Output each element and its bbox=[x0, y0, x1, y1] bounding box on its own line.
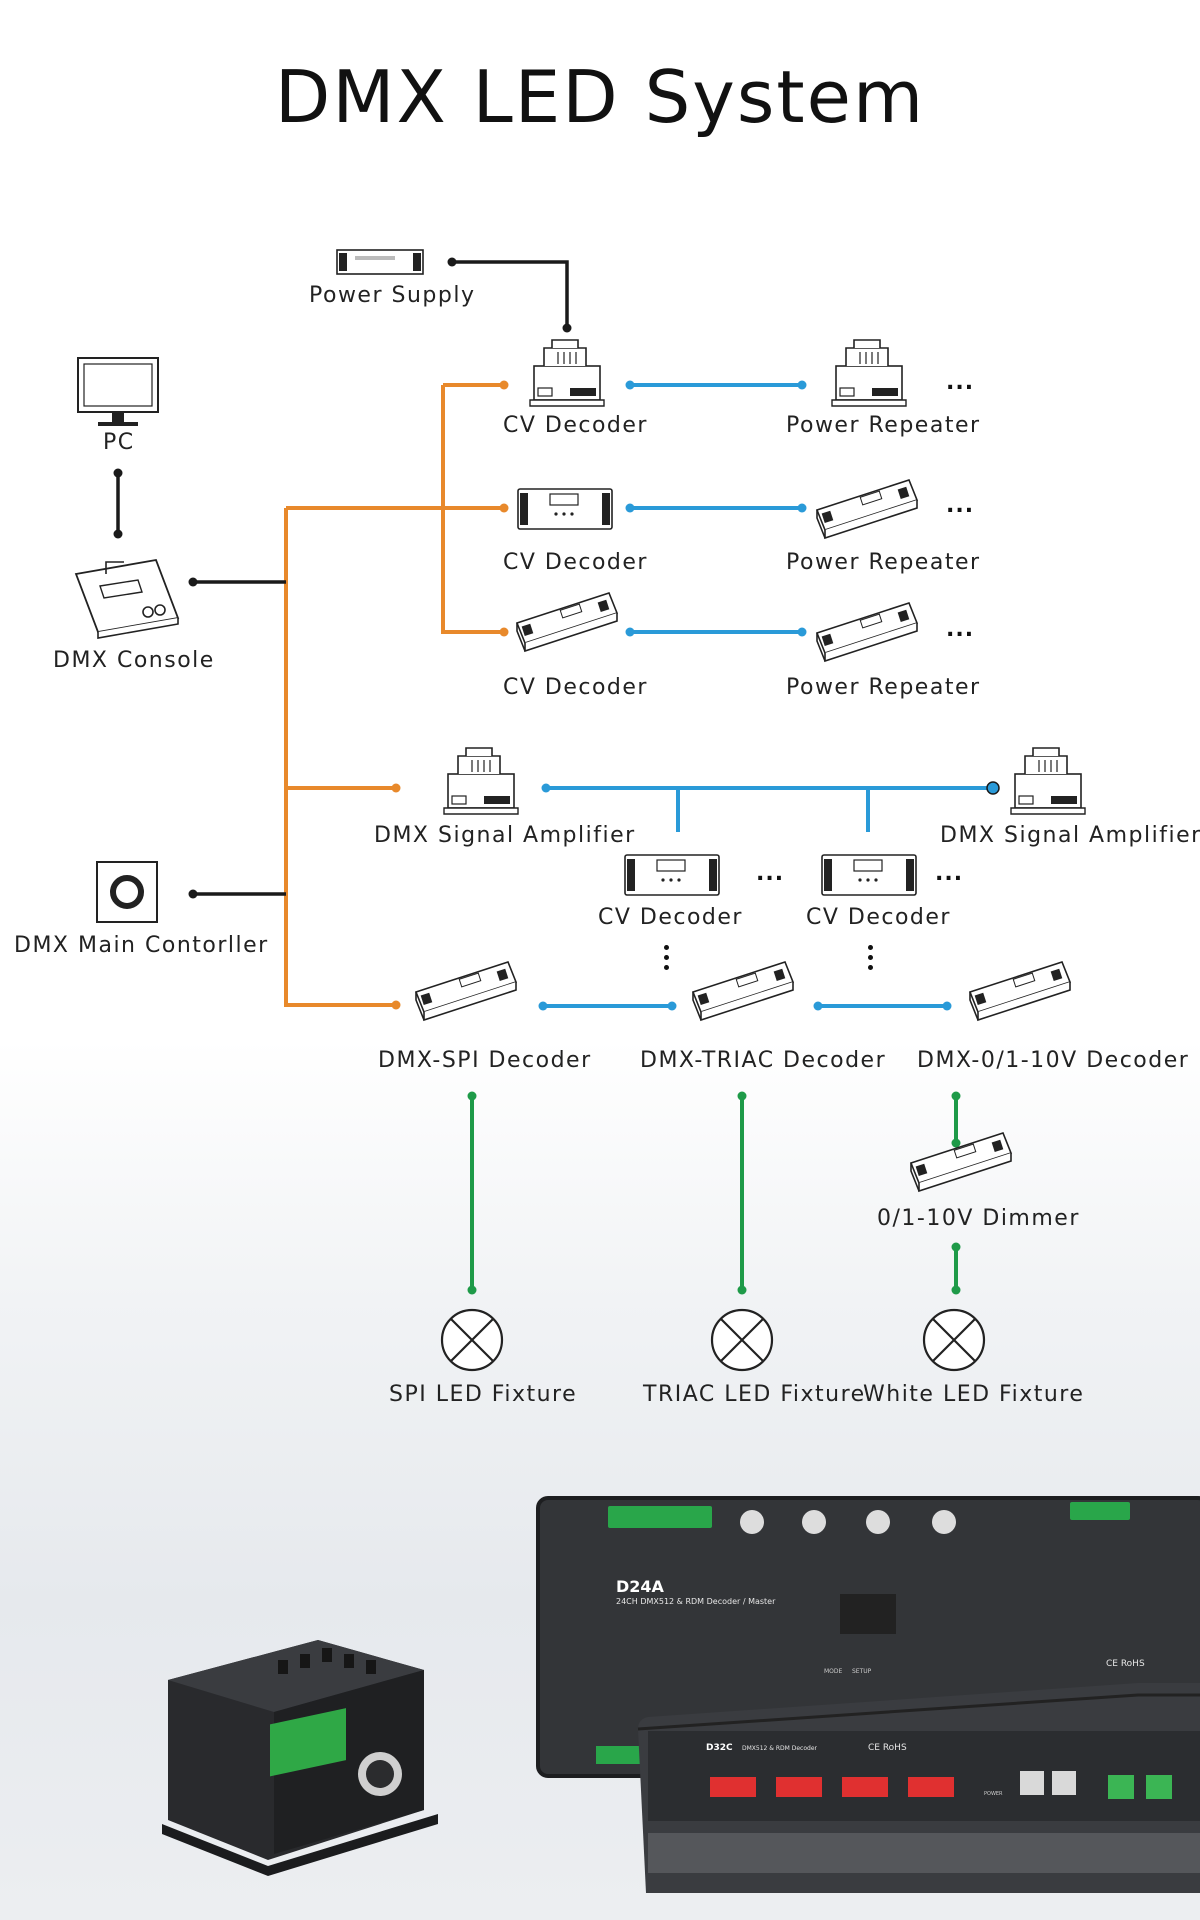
black-dots bbox=[113, 257, 572, 899]
label-dimmer-010: 0/1-10V Dimmer bbox=[877, 1206, 1080, 1231]
label-cv-decoder-1: CV Decoder bbox=[503, 413, 648, 438]
power-supply-line bbox=[452, 260, 569, 328]
blue-dots bbox=[538, 380, 1000, 1011]
power-repeater-3-icon bbox=[816, 602, 918, 662]
black-lines bbox=[116, 260, 569, 896]
d24a-model-text: D24A bbox=[616, 1577, 665, 1596]
label-dmx-spi-decoder: DMX-SPI Decoder bbox=[378, 1048, 592, 1073]
product-d32c: D32C DMX512 & RDM Decoder CE RoHS POWER bbox=[637, 1683, 1200, 1893]
dmx-010-decoder-icon bbox=[969, 961, 1071, 1021]
d24a-rohs-text: CE RoHS bbox=[1106, 1659, 1145, 1669]
label-cv-decoder-3: CV Decoder bbox=[503, 675, 648, 700]
spi-fixture-icon bbox=[440, 1308, 504, 1372]
d32c-desc-text: DMX512 & RDM Decoder bbox=[742, 1745, 818, 1752]
page-title: DMX LED System bbox=[274, 55, 926, 139]
label-pc: PC bbox=[103, 430, 135, 455]
green-lines bbox=[470, 1096, 958, 1290]
dmx-signal-amplifier-2-icon bbox=[1010, 747, 1086, 815]
d32c-model-text: D32C bbox=[706, 1743, 733, 1753]
ellipsis-2: ... bbox=[946, 493, 975, 518]
label-triac-fixture: TRIAC LED Fixture bbox=[643, 1382, 866, 1407]
orange-dots bbox=[391, 380, 509, 1010]
power-repeater-2-icon bbox=[816, 479, 918, 539]
label-dmx-signal-amplifier-2: DMX Signal Amplifier bbox=[940, 823, 1200, 848]
ellipsis-5: ... bbox=[935, 861, 964, 886]
ellipsis-4: ... bbox=[756, 861, 785, 886]
orange-dmx-lines bbox=[284, 383, 504, 1007]
dimmer-010-icon bbox=[910, 1132, 1012, 1192]
power-repeater-1-icon bbox=[831, 339, 907, 407]
label-dmx-triac-decoder: DMX-TRIAC Decoder bbox=[640, 1048, 887, 1073]
d24a-setup-text: SETUP bbox=[852, 1668, 872, 1675]
vertical-ellipsis-1 bbox=[664, 945, 670, 975]
label-dmx-main-controller: DMX Main Contorller bbox=[14, 933, 269, 958]
d32c-rohs-text: CE RoHS bbox=[868, 1743, 907, 1753]
dmx-spi-decoder-icon bbox=[415, 961, 517, 1021]
label-cv-decoder-2: CV Decoder bbox=[503, 550, 648, 575]
cv-decoder-4-icon bbox=[624, 854, 720, 896]
label-cv-decoder-5: CV Decoder bbox=[806, 905, 951, 930]
cv-decoder-2-icon bbox=[517, 488, 613, 530]
d24a-mode-text: MODE bbox=[824, 1668, 843, 1675]
label-dmx-console: DMX Console bbox=[53, 648, 215, 673]
d24a-desc-text: 24CH DMX512 & RDM Decoder / Master bbox=[616, 1597, 776, 1606]
white-fixture-icon bbox=[922, 1308, 986, 1372]
vertical-ellipsis-2 bbox=[868, 945, 874, 975]
cv-decoder-1-icon bbox=[529, 339, 605, 407]
label-dmx-010-decoder: DMX-0/1-10V Decoder bbox=[917, 1048, 1190, 1073]
ellipsis-1: ... bbox=[946, 370, 975, 395]
cv-decoder-3-icon bbox=[516, 592, 618, 652]
d32c-power-text: POWER bbox=[984, 1791, 1003, 1797]
orange-line-cv-bracket bbox=[441, 385, 504, 634]
dmx-main-controller-icon bbox=[96, 861, 158, 923]
label-cv-decoder-4: CV Decoder bbox=[598, 905, 743, 930]
orange-line-trunk bbox=[284, 508, 396, 1007]
label-spi-fixture: SPI LED Fixture bbox=[389, 1382, 578, 1407]
blue-lines bbox=[543, 383, 993, 1008]
cv-decoder-5-icon bbox=[821, 854, 917, 896]
triac-fixture-icon bbox=[710, 1308, 774, 1372]
dmx-console-icon bbox=[74, 558, 180, 639]
label-power-repeater-2: Power Repeater bbox=[786, 550, 981, 575]
label-power-supply: Power Supply bbox=[309, 283, 476, 308]
dmx-triac-decoder-icon bbox=[692, 961, 794, 1021]
green-dots bbox=[467, 1091, 961, 1295]
product-small-dmx bbox=[162, 1640, 438, 1876]
dmx-signal-amplifier-1-icon bbox=[443, 747, 519, 815]
label-white-fixture: White LED Fixture bbox=[863, 1382, 1085, 1407]
ellipsis-3: ... bbox=[946, 617, 975, 642]
label-power-repeater-3: Power Repeater bbox=[786, 675, 981, 700]
label-dmx-signal-amplifier-1: DMX Signal Amplifier bbox=[374, 823, 636, 848]
pc-monitor-icon bbox=[77, 357, 159, 426]
label-power-repeater-1: Power Repeater bbox=[786, 413, 981, 438]
power-supply-icon bbox=[336, 249, 424, 275]
